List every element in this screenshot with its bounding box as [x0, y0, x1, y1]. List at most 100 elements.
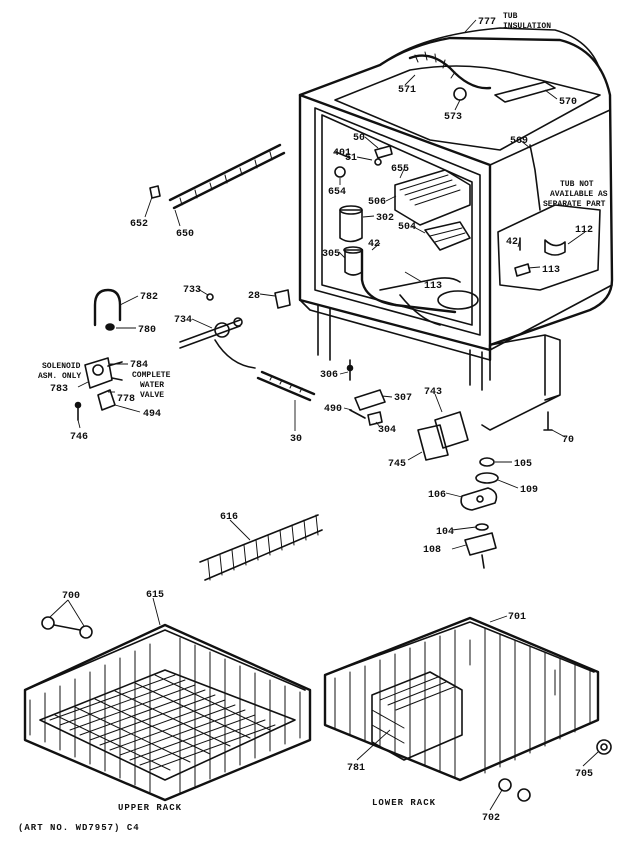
- callout-743: 743: [424, 387, 442, 398]
- callout-106: 106: [428, 490, 446, 501]
- tub-outer-shell: [298, 36, 614, 362]
- note-solenoid-2: ASM. ONLY: [38, 372, 81, 381]
- switch-307: [354, 389, 386, 411]
- upper-rack-side-wires: [29, 637, 301, 794]
- door-gasket-ribs: [179, 151, 273, 206]
- callout-42b: 42: [506, 237, 518, 248]
- notes: TUB INSULATION TUB NOT AVAILABLE AS SEPA…: [38, 12, 608, 400]
- callout-28: 28: [248, 291, 260, 302]
- solenoid-coil: [92, 364, 104, 376]
- plate-106: [460, 487, 498, 511]
- callout-573: 573: [444, 112, 462, 123]
- hose-loop-782: [93, 288, 122, 327]
- tub-top-panel: [334, 65, 601, 151]
- callout-571: 571: [398, 85, 416, 96]
- pump-hardware-group: [460, 457, 499, 569]
- fill-cap-573: [453, 87, 467, 101]
- spray-arm: [379, 277, 461, 326]
- detergent-dispenser: [394, 169, 471, 226]
- bracket-304: [367, 411, 383, 426]
- tub-side-wall: [489, 109, 613, 351]
- dispenser-ribs: [399, 174, 461, 206]
- callout-70: 70: [562, 435, 574, 446]
- wire-harness: [214, 339, 256, 369]
- note-not-available-2: AVAILABLE AS: [550, 190, 608, 199]
- rinse-aid-grid: [429, 227, 466, 243]
- tine-row-spikes: [207, 514, 319, 581]
- silverware-basket-781: [371, 671, 463, 761]
- float-switch-cup: [339, 209, 363, 243]
- callout-108: 108: [423, 545, 441, 556]
- callout-504: 504: [398, 222, 416, 233]
- callout-655: 655: [391, 164, 409, 175]
- vent-hose-571: [408, 54, 492, 90]
- lower-rack: [323, 616, 612, 802]
- callout-780: 780: [138, 325, 156, 336]
- heater-element: [360, 248, 457, 314]
- upper-rack-bottom: [39, 669, 296, 781]
- callout-113b: 113: [542, 265, 560, 276]
- callout-783: 783: [50, 384, 68, 395]
- callout-702: 702: [482, 813, 500, 824]
- rack-components: [41, 514, 323, 639]
- callout-494: 494: [143, 409, 161, 420]
- float-cup-top: [343, 246, 363, 254]
- callout-777: 777: [478, 17, 496, 28]
- clip-113: [514, 263, 531, 277]
- float-switch-top: [339, 205, 363, 215]
- callout-782: 782: [140, 292, 158, 303]
- caption-upper-rack: UPPER RACK: [118, 803, 182, 813]
- water-valve-784: [84, 357, 113, 389]
- note-complete-3: VALVE: [140, 391, 164, 400]
- note-not-available-1: TUB NOT: [560, 180, 594, 189]
- leveling-leg-70: [543, 411, 553, 431]
- roller-702a: [498, 778, 512, 792]
- callout-746: 746: [70, 432, 88, 443]
- washer-109: [475, 472, 499, 484]
- roller-axle: [53, 624, 81, 631]
- lower-rack-side-wires: [334, 627, 591, 778]
- tub-insulation-blanket: [379, 27, 601, 71]
- note-tub-insulation-1: TUB: [503, 12, 518, 21]
- bracket-28: [274, 289, 291, 309]
- caption-art-number: (ART NO. WD7957) C4: [18, 823, 140, 833]
- callout-569: 569: [510, 136, 528, 147]
- lower-rack-tines: [469, 639, 556, 696]
- screw-51: [374, 158, 382, 166]
- sump-cover: [437, 290, 479, 310]
- inlet-valve-group: [74, 288, 469, 461]
- fastener-50: [374, 145, 393, 159]
- roller-705-hub: [600, 743, 608, 751]
- screw-733: [206, 293, 214, 301]
- callout-105: 105: [514, 459, 532, 470]
- filter-frame-745: [417, 424, 449, 461]
- roller-702b: [517, 788, 531, 802]
- callout-109: 109: [520, 485, 538, 496]
- callout-615: 615: [146, 590, 164, 601]
- caption-lower-rack: LOWER RACK: [372, 798, 436, 808]
- impeller-stem: [481, 554, 485, 569]
- upper-rack-wires: [49, 674, 276, 771]
- callout-733: 733: [183, 285, 201, 296]
- note-complete-1: COMPLETE: [132, 371, 171, 380]
- callout-701: 701: [508, 612, 526, 623]
- note-solenoid-1: SOLENOID: [42, 362, 81, 371]
- toe-panel-ribs: [269, 375, 303, 393]
- tube-569: [529, 144, 541, 211]
- roller-700b: [79, 625, 93, 639]
- tub-base: [299, 299, 491, 391]
- callout-306: 306: [320, 370, 338, 381]
- hose-nut: [233, 317, 243, 327]
- callout-labels: 777 571 573 570 569 50 401 51 655 654 50…: [50, 17, 593, 824]
- rinse-aid-dispenser: [424, 221, 471, 251]
- callout-104: 104: [436, 527, 454, 538]
- callout-616: 616: [220, 512, 238, 523]
- lower-rack-frame: [323, 616, 600, 782]
- washer-104: [475, 523, 489, 531]
- callout-570: 570: [559, 97, 577, 108]
- washer-105: [479, 457, 495, 467]
- callout-734: 734: [174, 315, 192, 326]
- leader-lines: [49, 19, 599, 811]
- bolt-401: [335, 151, 351, 159]
- callout-745: 745: [388, 459, 406, 470]
